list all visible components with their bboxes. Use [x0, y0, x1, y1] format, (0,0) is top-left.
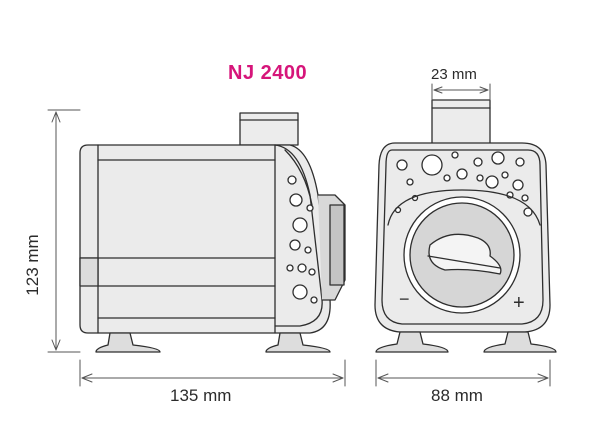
front-foot-left — [375, 331, 449, 353]
outlet-dimension-label: 23 mm — [431, 66, 477, 83]
front-view — [374, 99, 557, 353]
length-dimension-label: 135 mm — [170, 386, 232, 405]
height-dimension-label: 123 mm — [23, 234, 42, 296]
dimension-lines — [47, 83, 551, 387]
side-inlet-holes — [286, 175, 318, 304]
width-dimension-label: 88 mm — [431, 386, 483, 405]
side-view — [79, 112, 346, 353]
front-foot-right — [483, 331, 557, 353]
front-impeller — [428, 233, 502, 275]
front-plus-sign: + — [513, 292, 525, 314]
side-foot-left — [95, 332, 161, 353]
front-minus-sign: − — [399, 289, 410, 309]
front-outlet-pipe — [431, 99, 491, 147]
side-body — [79, 144, 331, 334]
front-inlet-holes — [394, 151, 533, 217]
side-outlet-pipe — [239, 112, 299, 146]
model-label: NJ 2400 — [228, 62, 308, 84]
side-foot-right — [265, 332, 331, 353]
